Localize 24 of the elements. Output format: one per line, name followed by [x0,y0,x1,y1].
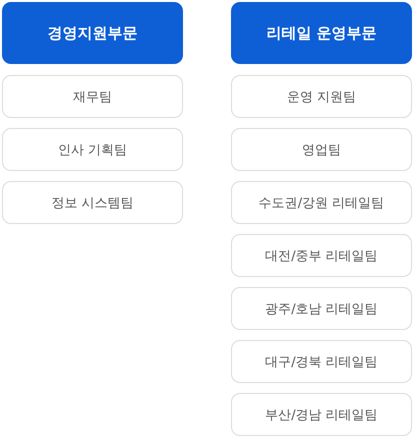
division-box [2,2,183,64]
team-box [231,287,412,330]
team-name: 재무팀 [73,88,112,106]
division-name: 리테일 운영부문 [266,24,377,42]
team-box [2,181,183,224]
team-box [231,75,412,118]
team-name: 정보 시스템팀 [51,194,134,212]
team-name: 영업팀 [302,142,341,158]
team-box [231,393,412,436]
division-box [231,2,412,64]
team-name: 운영 지원팀 [286,88,356,106]
team-name: 수도권/강원 리테일팀 [258,194,384,212]
team-name: 광주/호남 리테일팀 [265,300,378,318]
team-box [231,340,412,383]
division-name: 경영지원부문 [48,24,138,42]
team-box [2,128,183,171]
team-name: 대구/경북 리테일팀 [265,354,378,370]
team-name: 부산/경남 리테일팀 [265,406,378,424]
team-name: 대전/중부 리테일팀 [265,248,378,264]
team-box [231,128,412,171]
team-box [231,181,412,224]
team-box [2,75,183,118]
team-name: 인사 기획팀 [58,142,128,158]
team-box [231,234,412,277]
